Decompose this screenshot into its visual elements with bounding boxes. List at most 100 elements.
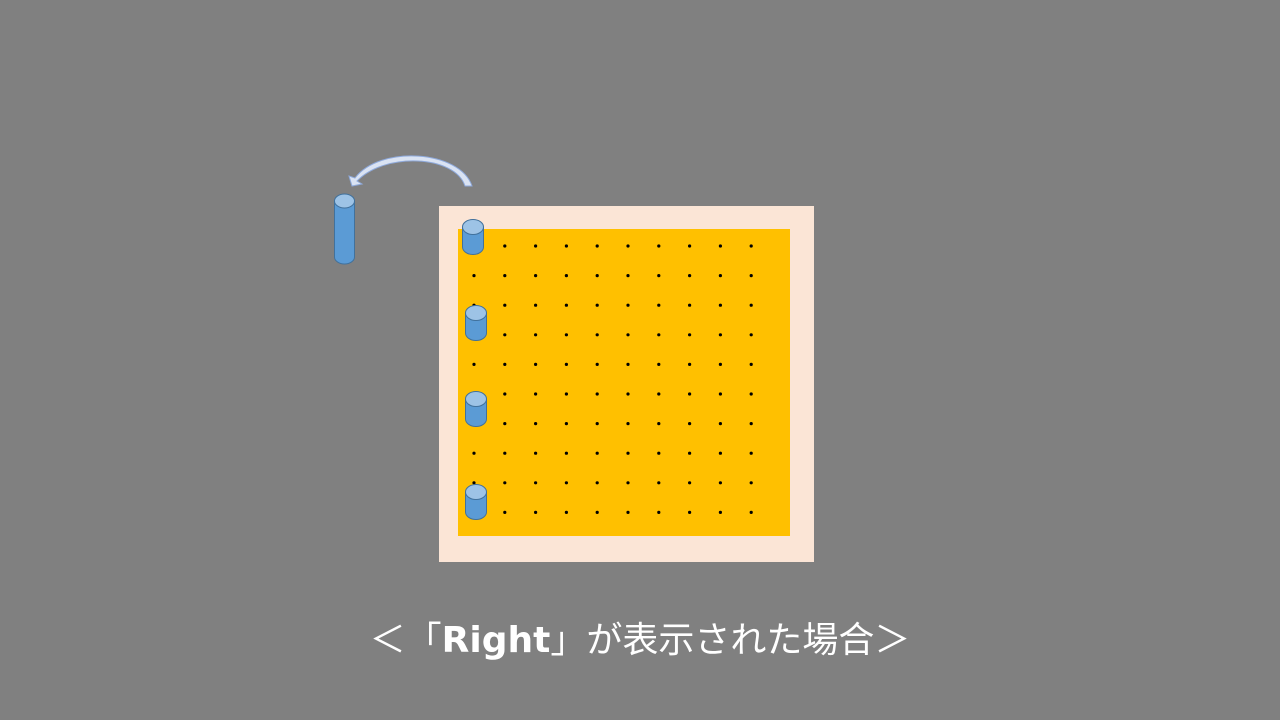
board-hole: [657, 481, 661, 485]
board-hole: [718, 362, 723, 366]
peg: [462, 219, 484, 255]
board-hole: [718, 510, 723, 514]
board-hole: [718, 451, 723, 455]
board-hole: [749, 303, 753, 307]
board-hole: [472, 451, 476, 455]
board-hole: [503, 510, 507, 514]
board-hole: [749, 333, 753, 337]
board-hole: [657, 510, 661, 514]
tall-peg: [334, 193, 355, 265]
board-hole: [688, 244, 692, 248]
board-hole: [564, 451, 569, 455]
board-hole: [472, 481, 476, 485]
board-hole: [472, 274, 476, 278]
board-hole: [626, 362, 630, 366]
board-hole: [564, 362, 569, 366]
board-hole: [564, 244, 569, 248]
board-hole: [657, 362, 661, 366]
peg: [465, 391, 487, 427]
removed-peg: [334, 193, 355, 265]
board-hole: [564, 274, 569, 278]
board-hole: [503, 422, 507, 426]
board-hole: [534, 422, 538, 426]
board-hole: [564, 303, 569, 307]
board-hole: [626, 303, 630, 307]
board-hole: [749, 244, 753, 248]
board-hole: [595, 244, 599, 248]
board-hole: [503, 303, 507, 307]
board-hole: [688, 274, 692, 278]
board-hole: [718, 274, 723, 278]
pegs-group: [462, 219, 487, 520]
board-hole: [503, 333, 507, 337]
board-hole: [534, 274, 538, 278]
board-hole: [688, 392, 692, 396]
board-hole: [688, 362, 692, 366]
peg: [465, 484, 487, 520]
board-hole: [657, 392, 661, 396]
board-hole: [564, 481, 569, 485]
caption: ＜「Right」が表示された場合＞: [0, 616, 1280, 666]
board-hole: [749, 481, 753, 485]
board-hole: [688, 303, 692, 307]
board-hole: [749, 274, 753, 278]
board-hole: [626, 422, 630, 426]
board-hole: [534, 510, 538, 514]
caption-close: 」が表示された場合＞: [550, 620, 911, 661]
board-hole: [595, 392, 599, 396]
board-hole: [534, 303, 538, 307]
board-hole: [534, 481, 538, 485]
board-hole: [503, 392, 507, 396]
caption-open: ＜「: [369, 620, 442, 661]
board-hole: [688, 481, 692, 485]
board-hole: [472, 362, 476, 366]
caption-keyword: Right: [441, 620, 551, 661]
board-hole: [564, 333, 569, 337]
board-hole: [688, 510, 692, 514]
peg-body: [334, 200, 355, 265]
board-hole: [503, 451, 507, 455]
board-hole: [503, 362, 507, 366]
board-hole: [657, 244, 661, 248]
board-hole: [626, 244, 630, 248]
board-hole: [626, 481, 630, 485]
board-hole: [534, 333, 538, 337]
board-hole: [595, 333, 599, 337]
board-hole: [718, 244, 723, 248]
board-hole: [534, 244, 538, 248]
peg-top: [465, 305, 487, 321]
board-hole: [564, 510, 569, 514]
board-hole: [503, 274, 507, 278]
board-hole: [749, 392, 753, 396]
board-hole: [657, 422, 661, 426]
board-hole: [534, 362, 538, 366]
board-hole: [749, 451, 753, 455]
board-hole: [749, 510, 753, 514]
board-hole: [595, 274, 599, 278]
board-hole: [688, 333, 692, 337]
board-hole: [626, 333, 630, 337]
board-hole: [749, 362, 753, 366]
board-surface: [458, 229, 790, 536]
board-hole: [688, 451, 692, 455]
board-hole: [595, 451, 599, 455]
board-hole: [657, 333, 661, 337]
board-hole: [626, 451, 630, 455]
board-hole: [503, 481, 507, 485]
board-hole: [534, 451, 538, 455]
board-hole: [688, 422, 692, 426]
board-hole: [657, 303, 661, 307]
board-hole: [718, 481, 723, 485]
peg-top: [334, 193, 355, 209]
board-hole: [657, 274, 661, 278]
board-hole: [718, 303, 723, 307]
board-hole: [749, 422, 753, 426]
board-hole: [718, 333, 723, 337]
peg-top: [462, 219, 484, 235]
board-hole: [626, 510, 630, 514]
peg: [465, 305, 487, 341]
board-hole: [595, 303, 599, 307]
board-hole: [718, 392, 723, 396]
board-hole: [564, 422, 569, 426]
